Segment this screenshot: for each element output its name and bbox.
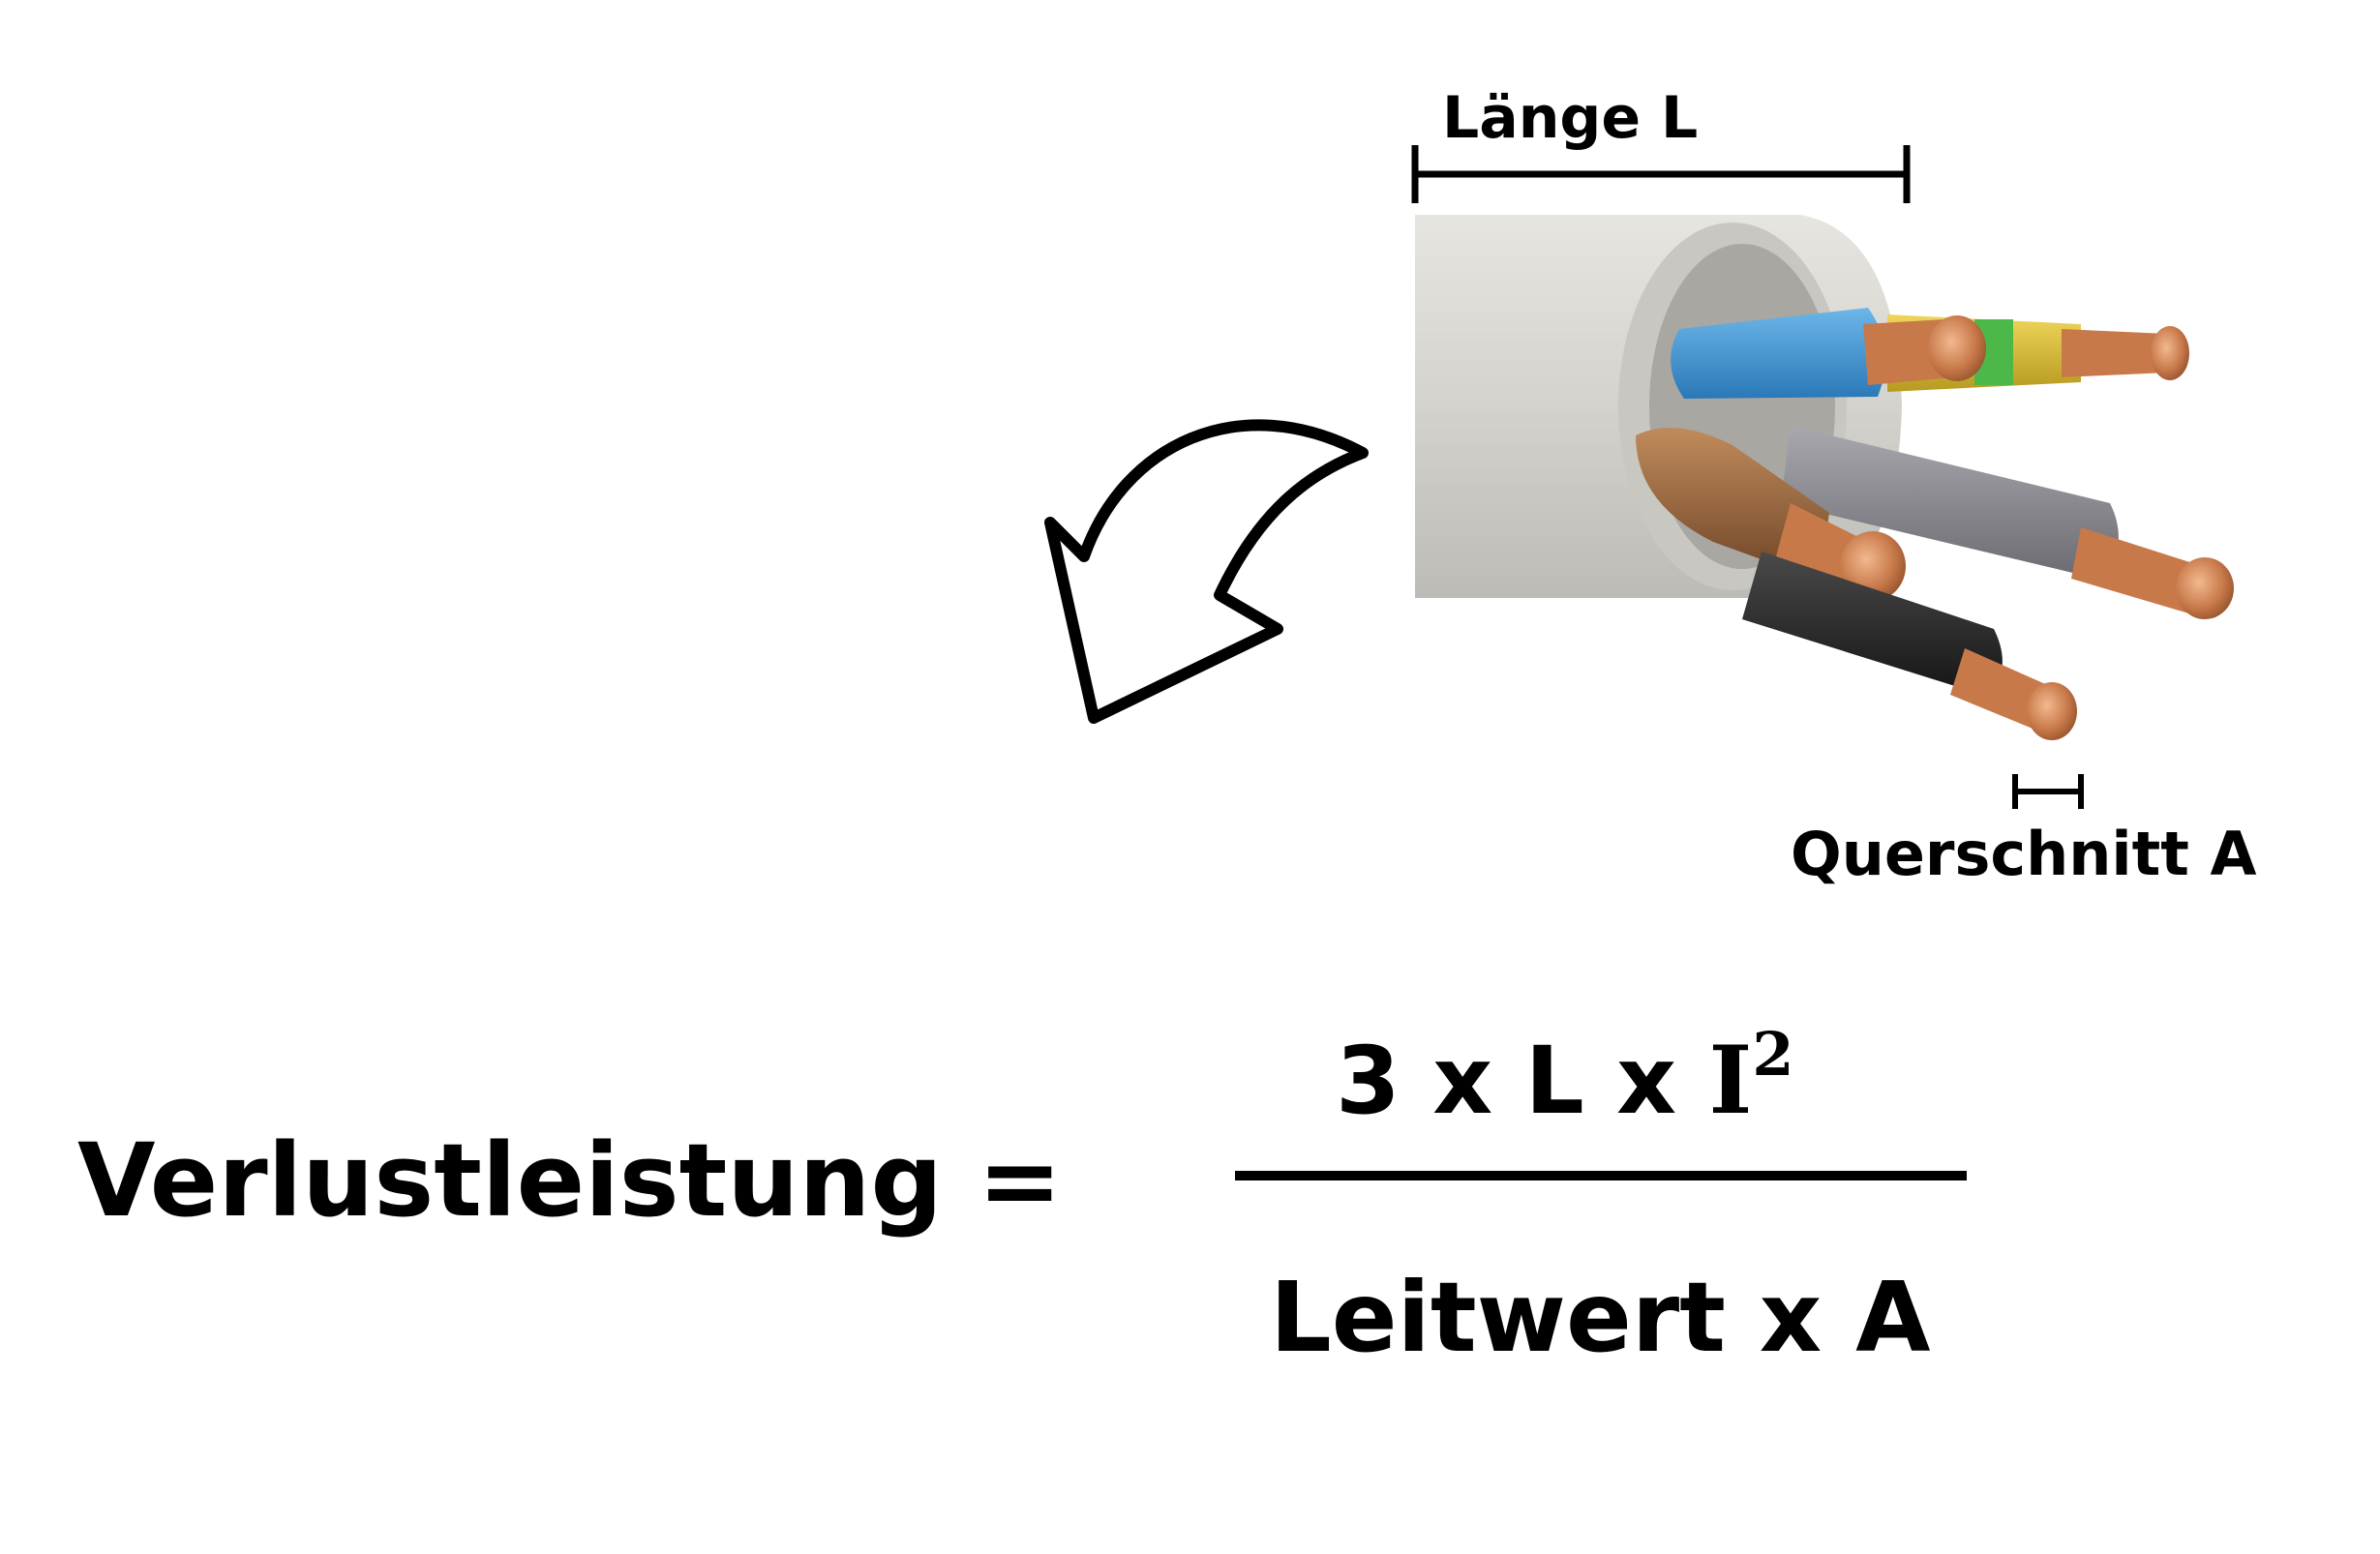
- wire-black: [1742, 552, 2077, 740]
- numerator-prefix: 3 x L x: [1336, 1027, 1709, 1135]
- cross-section-dimension-marker: [2012, 774, 2084, 809]
- wire-blue: [1671, 308, 1986, 399]
- fraction-bar: [1235, 1171, 1967, 1180]
- formula-denominator: Leitwert x A: [1270, 1261, 1931, 1374]
- cross-section-label: Querschnitt A: [1791, 819, 2257, 889]
- curved-arrow-icon: [1044, 419, 1369, 724]
- length-dimension-marker: [1411, 145, 1911, 203]
- formula-left-hand-side: Verlustleistung =: [77, 1121, 1063, 1240]
- length-label: Länge L: [1442, 84, 1699, 152]
- formula-numerator: 3 x L x I2: [1336, 1025, 1794, 1128]
- current-symbol: I: [1708, 1026, 1753, 1135]
- wire-grey: [1781, 426, 2234, 619]
- cable-illustration: [1415, 215, 2234, 740]
- current-exponent: 2: [1752, 1019, 1794, 1090]
